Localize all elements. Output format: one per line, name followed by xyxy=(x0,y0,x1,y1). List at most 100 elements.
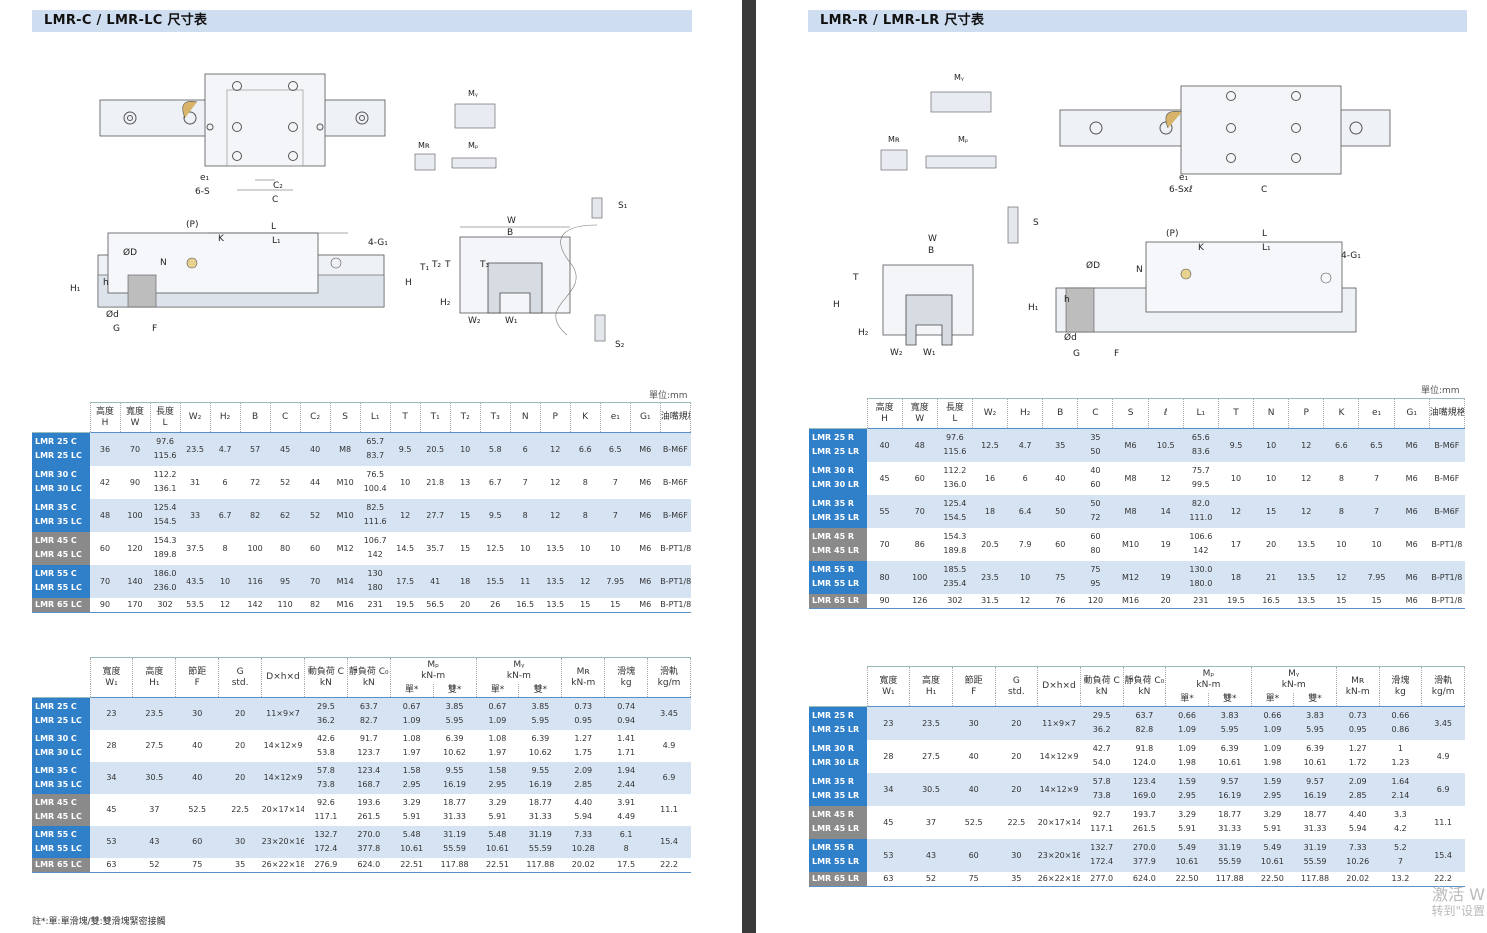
value: 1.09 xyxy=(488,715,507,725)
value-cell: 53 xyxy=(90,825,133,858)
model-cell: LMR 45 R LMR 45 LR xyxy=(809,527,867,561)
value-cell: 36 xyxy=(90,432,121,466)
value-cell: 6.9 xyxy=(647,761,691,794)
value: 185.5 xyxy=(943,565,967,574)
value-cell: 40 xyxy=(952,772,996,806)
value-cell: 13.5 xyxy=(1288,527,1324,561)
model-name: LMR 55 C xyxy=(35,569,77,578)
model-name: LMR 35 LC xyxy=(35,517,82,526)
value: 3.85 xyxy=(445,701,464,711)
value: 80 xyxy=(1090,546,1101,555)
value: 2.09 xyxy=(574,765,593,775)
value-cell: 6.6 xyxy=(570,432,601,466)
value-cell: 52.5 xyxy=(952,805,996,839)
model-name: LMR 45 LR xyxy=(812,546,860,555)
value: 73.8 xyxy=(316,779,335,789)
value: 1.97 xyxy=(402,747,421,757)
value-cell: 56.5 xyxy=(420,597,451,613)
value-cell: 26 xyxy=(480,597,511,613)
value: 0.66 xyxy=(1391,711,1410,721)
svg-text:e₁: e₁ xyxy=(1179,173,1189,183)
value-cell: 60 xyxy=(952,838,996,872)
value-cell: 19.5 xyxy=(1218,593,1254,609)
value-cell: 5.8 xyxy=(480,432,511,466)
value-cell: 43 xyxy=(909,838,953,872)
svg-text:K: K xyxy=(218,234,225,244)
value: 75.7 xyxy=(1191,466,1210,475)
value-cell: 110 xyxy=(270,597,301,613)
value: 0.74 xyxy=(617,701,636,711)
svg-text:H₁: H₁ xyxy=(70,284,81,294)
value-cell: 12.5 xyxy=(972,428,1008,462)
svg-text:h: h xyxy=(1064,295,1070,305)
svg-text:(P): (P) xyxy=(186,220,198,230)
value-cell: B-M6F xyxy=(1429,428,1465,462)
model-name: LMR 45 R xyxy=(812,532,855,541)
value: 1.72 xyxy=(1348,758,1367,767)
value-cell: M8 xyxy=(330,432,361,466)
col-header: W₂ xyxy=(972,398,1009,429)
svg-text:W₁: W₁ xyxy=(923,348,936,358)
svg-text:H₂: H₂ xyxy=(858,328,869,338)
value: 10.61 xyxy=(486,843,509,853)
value-cell: 6.7 xyxy=(480,465,511,499)
value-cell: 63 xyxy=(90,857,133,873)
svg-text:K: K xyxy=(1198,243,1205,253)
value: 7.33 xyxy=(574,829,593,839)
value-cell: 277.0 xyxy=(1080,871,1124,887)
value: 40 xyxy=(1090,466,1101,475)
model-name: LMR 25 LR xyxy=(812,725,860,735)
value-cell: 28 xyxy=(90,729,133,762)
svg-text:Mᵧ: Mᵧ xyxy=(954,73,964,82)
value-cell: 82 xyxy=(240,498,271,532)
right-side-view-drawing: L L₁ K (P) ØD N 4-G₁ H₁ h Ød G F xyxy=(1026,226,1366,366)
value-cell: 170 xyxy=(120,597,151,613)
col-header: L₁ xyxy=(1183,398,1219,429)
value-cell: 72 xyxy=(240,465,271,499)
value-cell: 48 xyxy=(902,428,938,462)
value: 130 xyxy=(367,569,383,578)
value-cell: 20 xyxy=(218,697,262,730)
rail-dim-header xyxy=(90,657,305,658)
value-cell: 22.5 xyxy=(218,793,262,826)
model-name: LMR 45 R xyxy=(812,810,855,819)
value: 31.33 xyxy=(528,811,552,821)
page-divider xyxy=(742,0,756,933)
model-name: LMR 45 C xyxy=(35,536,77,545)
value-cell: 45 xyxy=(867,461,903,495)
value-cell: 23 xyxy=(90,697,133,730)
value: 6.39 xyxy=(1220,744,1239,753)
value: 5.49 xyxy=(1178,843,1196,852)
value: 72 xyxy=(1090,513,1101,522)
value-cell: 8 xyxy=(570,498,601,532)
model-name: LMR 55 LC xyxy=(35,843,82,853)
value-cell: M6 xyxy=(630,432,661,466)
value-cell: 8 xyxy=(210,531,241,565)
value: 236.0 xyxy=(153,583,177,592)
value: 261.5 xyxy=(357,811,381,821)
value-cell: 20 xyxy=(218,761,262,794)
value: 10.62 xyxy=(443,747,467,757)
svg-text:(P): (P) xyxy=(1166,229,1178,239)
value-cell: 90 xyxy=(90,597,121,613)
value-cell: B-PT1/8 xyxy=(660,531,691,565)
